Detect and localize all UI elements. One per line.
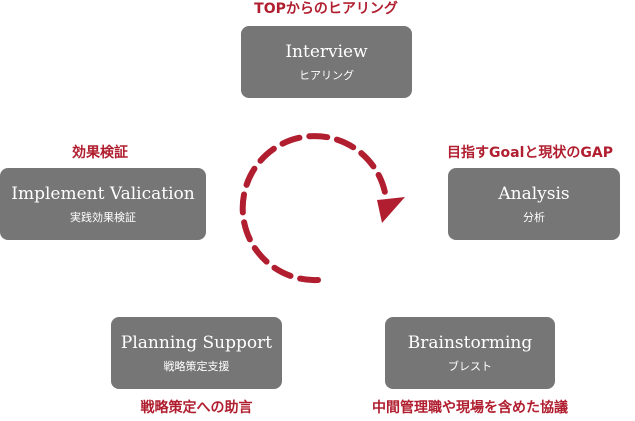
node-planning-support-subtitle: 戦略策定支援 [163, 359, 230, 373]
node-brainstorming-subtitle: ブレスト [448, 359, 492, 373]
caption-planning-support: 戦略策定への助言 [140, 400, 253, 416]
caption-brainstorming: 中間管理職や現場を含めた協議 [372, 400, 568, 416]
node-brainstorming: Brainstorming ブレスト [385, 317, 555, 389]
node-planning-support-title: Planning Support [120, 332, 273, 353]
cycle-arrowhead-icon [377, 197, 405, 223]
node-brainstorming-title: Brainstorming [407, 332, 533, 353]
node-analysis-subtitle: 分析 [523, 210, 545, 224]
node-interview: Interview ヒアリング [241, 26, 412, 98]
node-interview-title: Interview [285, 41, 368, 62]
caption-analysis: 目指すGoalと現状のGAP [447, 145, 613, 161]
node-analysis-title: Analysis [498, 183, 570, 204]
node-implement-valication-title: Implement Valication [11, 183, 195, 204]
node-analysis: Analysis 分析 [448, 168, 620, 240]
node-planning-support: Planning Support 戦略策定支援 [111, 317, 282, 389]
node-implement-valication: Implement Valication 実践効果検証 [0, 168, 206, 240]
caption-implement: 効果検証 [72, 145, 128, 161]
cycle-dashed-arc [239, 133, 389, 284]
node-implement-valication-subtitle: 実践効果検証 [70, 210, 136, 224]
node-interview-subtitle: ヒアリング [299, 68, 354, 82]
caption-interview: TOPからのヒアリング [254, 1, 398, 17]
